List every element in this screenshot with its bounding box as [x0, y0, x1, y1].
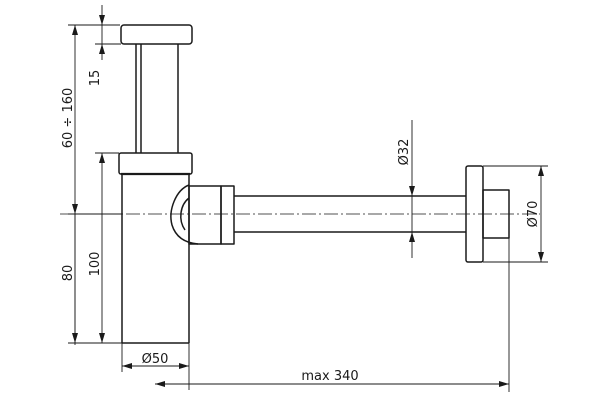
- outlet-elbow: [170, 184, 199, 245]
- label-flange-diameter: Ø70: [526, 201, 541, 228]
- dimension-flange-diameter: Ø70: [483, 165, 548, 263]
- dimension-body-height: 100: [88, 152, 122, 344]
- label-outlet-length: max 340: [301, 369, 358, 384]
- dimension-outlet-length: max 340: [155, 238, 510, 392]
- label-pipe-diameter: Ø32: [397, 139, 412, 166]
- dimension-body-diameter: Ø50: [121, 343, 190, 390]
- label-outlet-height: 80: [61, 265, 76, 282]
- dimension-outlet-height: 80: [61, 214, 95, 344]
- label-height-range: 60 ÷ 160: [61, 88, 76, 149]
- vertical-tube: [135, 44, 179, 153]
- outlet-nut: [188, 185, 235, 245]
- label-body-diameter: Ø50: [142, 352, 169, 367]
- label-cap-height: 15: [88, 70, 103, 87]
- label-body-height: 100: [88, 252, 103, 277]
- dimension-pipe-diameter: Ø32: [397, 120, 415, 258]
- wall-flange: [465, 165, 510, 263]
- top-cap: [120, 24, 193, 45]
- dimension-cap-height: 15: [88, 5, 121, 86]
- bottle-body: [118, 152, 193, 344]
- horizontal-pipe: [234, 195, 466, 233]
